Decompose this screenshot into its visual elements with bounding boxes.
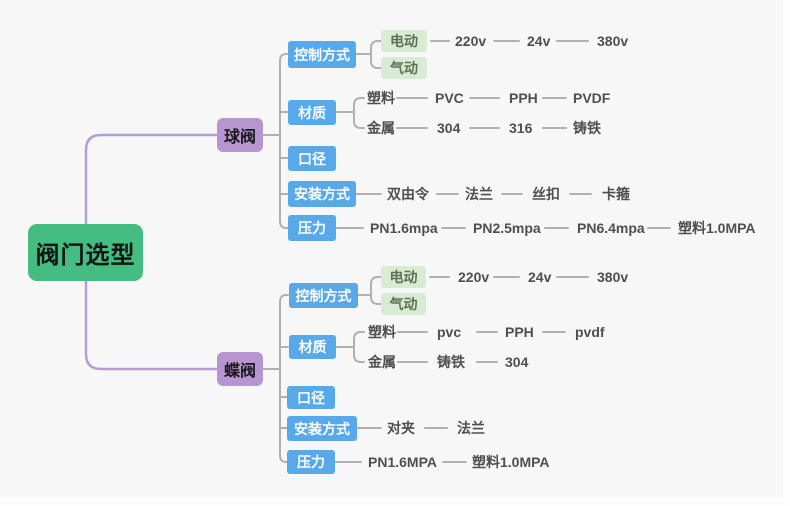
butterfly-diameter-node[interactable]: 口径 (287, 386, 335, 409)
ball-plastic-pvc[interactable]: PVC (435, 90, 464, 106)
butterfly-install-wafer[interactable]: 对夹 (387, 420, 415, 436)
butterfly-plastic-pph[interactable]: PPH (505, 324, 534, 340)
ball-material-node[interactable]: 材质 (288, 100, 336, 125)
butterfly-control-method-node[interactable]: 控制方式 (289, 283, 358, 308)
ball-valve-branch-connectors (262, 40, 671, 229)
canvas-edge-bottom (0, 497, 790, 506)
butterfly-pressure-plastic10[interactable]: 塑料1.0MPA (472, 454, 550, 470)
ball-pressure-pn25[interactable]: PN2.5mpa (473, 220, 541, 236)
butterfly-plastic-pvc[interactable]: pvc (437, 324, 462, 340)
ball-pneumatic-node[interactable]: 气动 (381, 57, 427, 79)
butterfly-material-plastic[interactable]: 塑料 (368, 324, 396, 340)
ball-pressure-plastic10[interactable]: 塑料1.0MPA (678, 220, 756, 236)
canvas-edge-right (783, 0, 790, 506)
butterfly-pressure-pn16[interactable]: PN1.6MPA (368, 454, 437, 470)
ball-pressure-node[interactable]: 压力 (288, 215, 336, 241)
ball-voltage-24v[interactable]: 24v (527, 33, 551, 49)
ball-install-method-node[interactable]: 安装方式 (288, 181, 356, 207)
ball-voltage-220v[interactable]: 220v (455, 33, 487, 49)
ball-valve-node[interactable]: 球阀 (217, 118, 263, 152)
butterfly-pressure-node[interactable]: 压力 (287, 450, 335, 474)
ball-install-clamp[interactable]: 卡箍 (602, 186, 630, 202)
butterfly-metal-cast-iron[interactable]: 铸铁 (437, 354, 465, 370)
ball-voltage-380v[interactable]: 380v (597, 33, 629, 49)
ball-electric-node[interactable]: 电动 (381, 30, 427, 52)
ball-plastic-pph[interactable]: PPH (509, 90, 538, 106)
butterfly-valve-branch-connectors (262, 276, 589, 463)
root-to-butterfly-valve-connector (84, 277, 219, 371)
ball-plastic-pvdf[interactable]: PVDF (573, 90, 611, 106)
ball-metal-316[interactable]: 316 (509, 120, 533, 136)
root-to-ball-valve-connector (84, 133, 219, 228)
butterfly-electric-node[interactable]: 电动 (381, 266, 426, 288)
ball-material-metal[interactable]: 金属 (367, 120, 395, 136)
butterfly-voltage-220v[interactable]: 220v (458, 269, 490, 285)
butterfly-material-metal[interactable]: 金属 (368, 354, 396, 370)
butterfly-voltage-24v[interactable]: 24v (528, 269, 552, 285)
root-node-valve-selection[interactable]: 阀门选型 (28, 224, 143, 281)
ball-diameter-node[interactable]: 口径 (288, 146, 336, 171)
ball-install-union[interactable]: 双由令 (387, 186, 429, 202)
butterfly-pneumatic-node[interactable]: 气动 (381, 293, 426, 315)
ball-control-method-node[interactable]: 控制方式 (288, 41, 356, 68)
butterfly-material-node[interactable]: 材质 (289, 335, 336, 359)
ball-pressure-pn16[interactable]: PN1.6mpa (370, 220, 438, 236)
butterfly-voltage-380v[interactable]: 380v (597, 269, 629, 285)
ball-pressure-pn64[interactable]: PN6.4mpa (577, 220, 645, 236)
ball-install-thread[interactable]: 丝扣 (532, 186, 560, 202)
butterfly-metal-304[interactable]: 304 (505, 354, 529, 370)
butterfly-install-method-node[interactable]: 安装方式 (287, 416, 357, 441)
ball-material-plastic[interactable]: 塑料 (367, 90, 395, 106)
butterfly-install-flange[interactable]: 法兰 (457, 420, 485, 436)
ball-metal-cast-iron[interactable]: 铸铁 (573, 120, 601, 136)
ball-install-flange[interactable]: 法兰 (465, 186, 493, 202)
butterfly-plastic-pvdf[interactable]: pvdf (575, 324, 605, 340)
ball-metal-304[interactable]: 304 (437, 120, 461, 136)
butterfly-valve-node[interactable]: 蝶阀 (217, 352, 263, 386)
